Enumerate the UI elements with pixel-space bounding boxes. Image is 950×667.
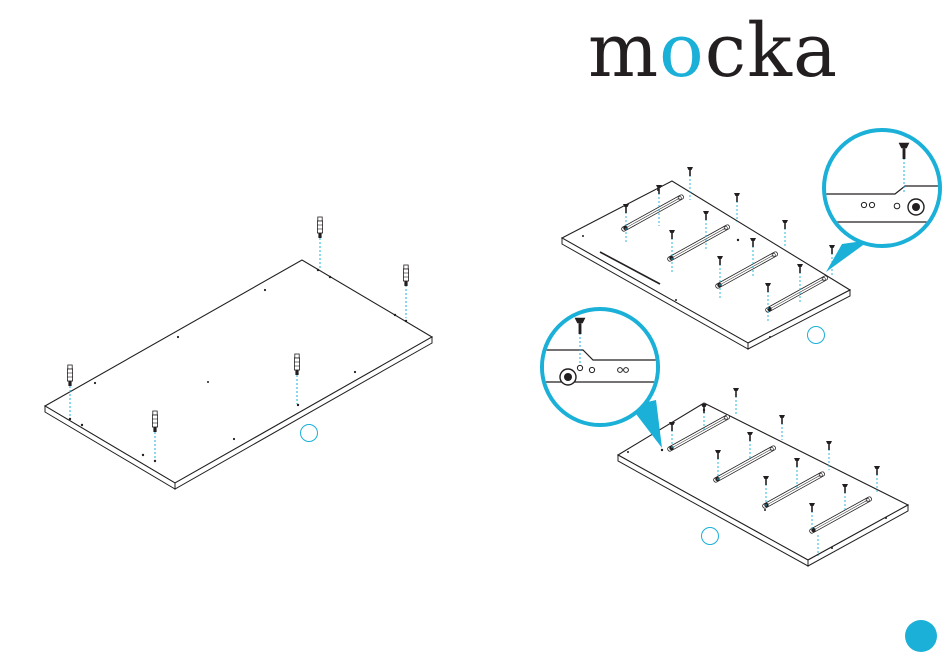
page-indicator-icon	[905, 620, 937, 652]
panel-with-drawer-runners-bottom	[540, 309, 908, 566]
dowel-icon	[67, 365, 72, 386]
step-marker-runners-bottom	[701, 527, 719, 545]
dowel-icon	[317, 217, 322, 238]
dowel-icon	[403, 265, 408, 286]
step-marker-dowels	[300, 424, 318, 442]
panel-with-dowels	[45, 217, 432, 489]
step-marker-runners-top	[807, 326, 825, 344]
